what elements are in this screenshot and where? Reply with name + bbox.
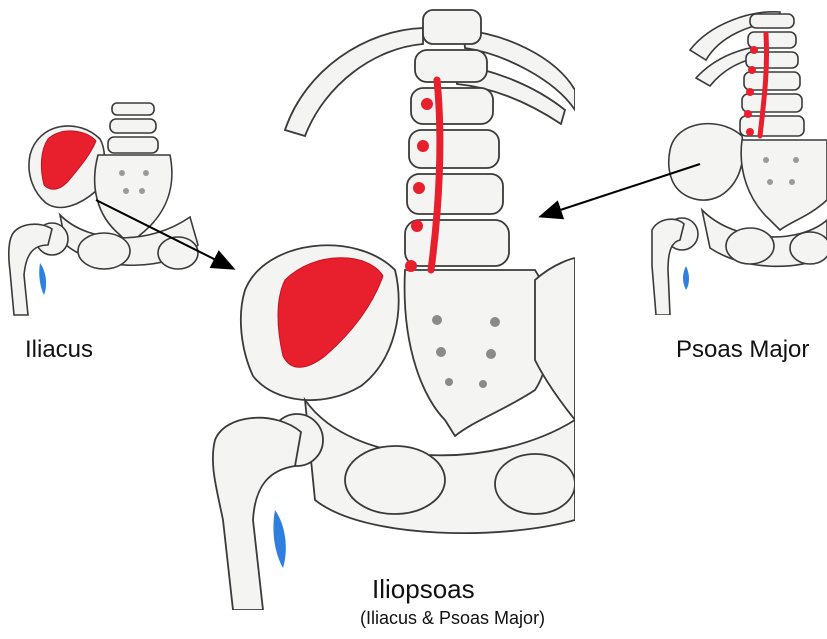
iliopsoas-illustration — [205, 0, 575, 610]
label-psoas-major: Psoas Major — [676, 336, 809, 364]
label-iliopsoas-subtitle: (Iliacus & Psoas Major) — [360, 608, 545, 629]
psoas-major-illustration — [650, 0, 827, 315]
label-iliacus: Iliacus — [25, 336, 93, 364]
label-iliopsoas: Iliopsoas — [372, 574, 475, 605]
